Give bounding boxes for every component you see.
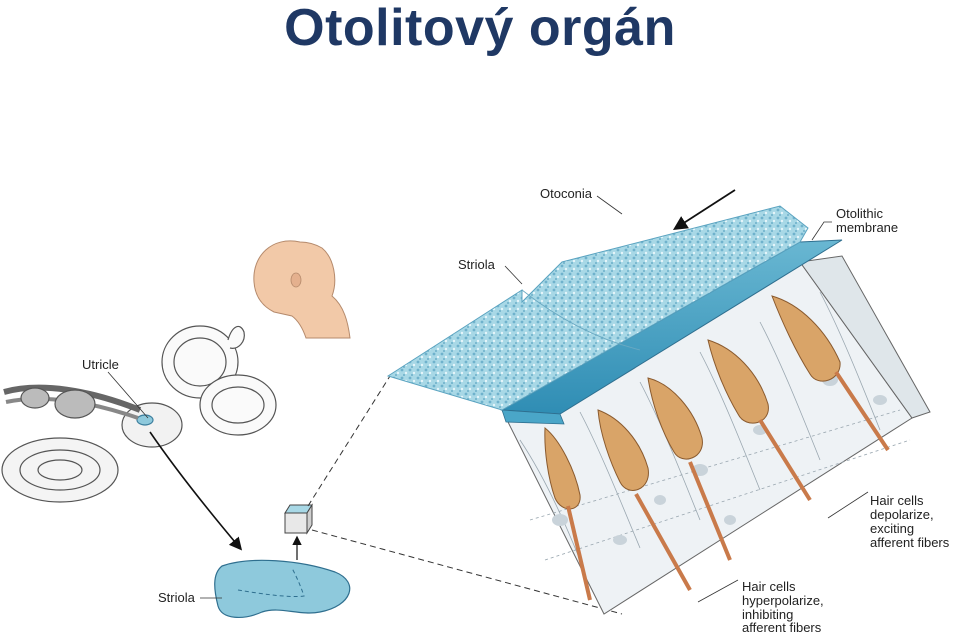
label-depolarize-line4: afferent fibers — [870, 535, 950, 550]
macula-shape — [200, 559, 351, 618]
hair-cells — [544, 295, 890, 601]
otoconia-layer — [386, 205, 809, 411]
label-otolithic-membrane-line2: membrane — [836, 220, 899, 235]
label-otoconia: Otoconia — [540, 186, 593, 201]
label-striola-top: Striola — [458, 257, 495, 272]
inner-ear-illustration — [1, 325, 277, 503]
label-hyperpolarize-line1: Hair cells — [742, 579, 796, 594]
label-depolarize-line3: exciting — [870, 521, 915, 536]
label-depolarize-line2: depolarize, — [870, 507, 934, 522]
label-hyperpolarize-line3: inhibiting — [742, 607, 794, 622]
label-hyperpolarize-line4: afferent fibers — [742, 620, 822, 635]
head-illustration — [253, 240, 351, 339]
tissue-sample-block — [284, 503, 313, 560]
label-utricle: Utricle — [82, 357, 119, 372]
label-depolarize-line1: Hair cells — [870, 493, 924, 508]
label-hyperpolarize-line2: hyperpolarize, — [742, 593, 824, 608]
label-otolithic-membrane-line1: Otolithic — [836, 206, 883, 221]
label-striola-bottom: Striola — [158, 590, 195, 605]
page-title: Otolitový orgán — [284, 0, 676, 57]
